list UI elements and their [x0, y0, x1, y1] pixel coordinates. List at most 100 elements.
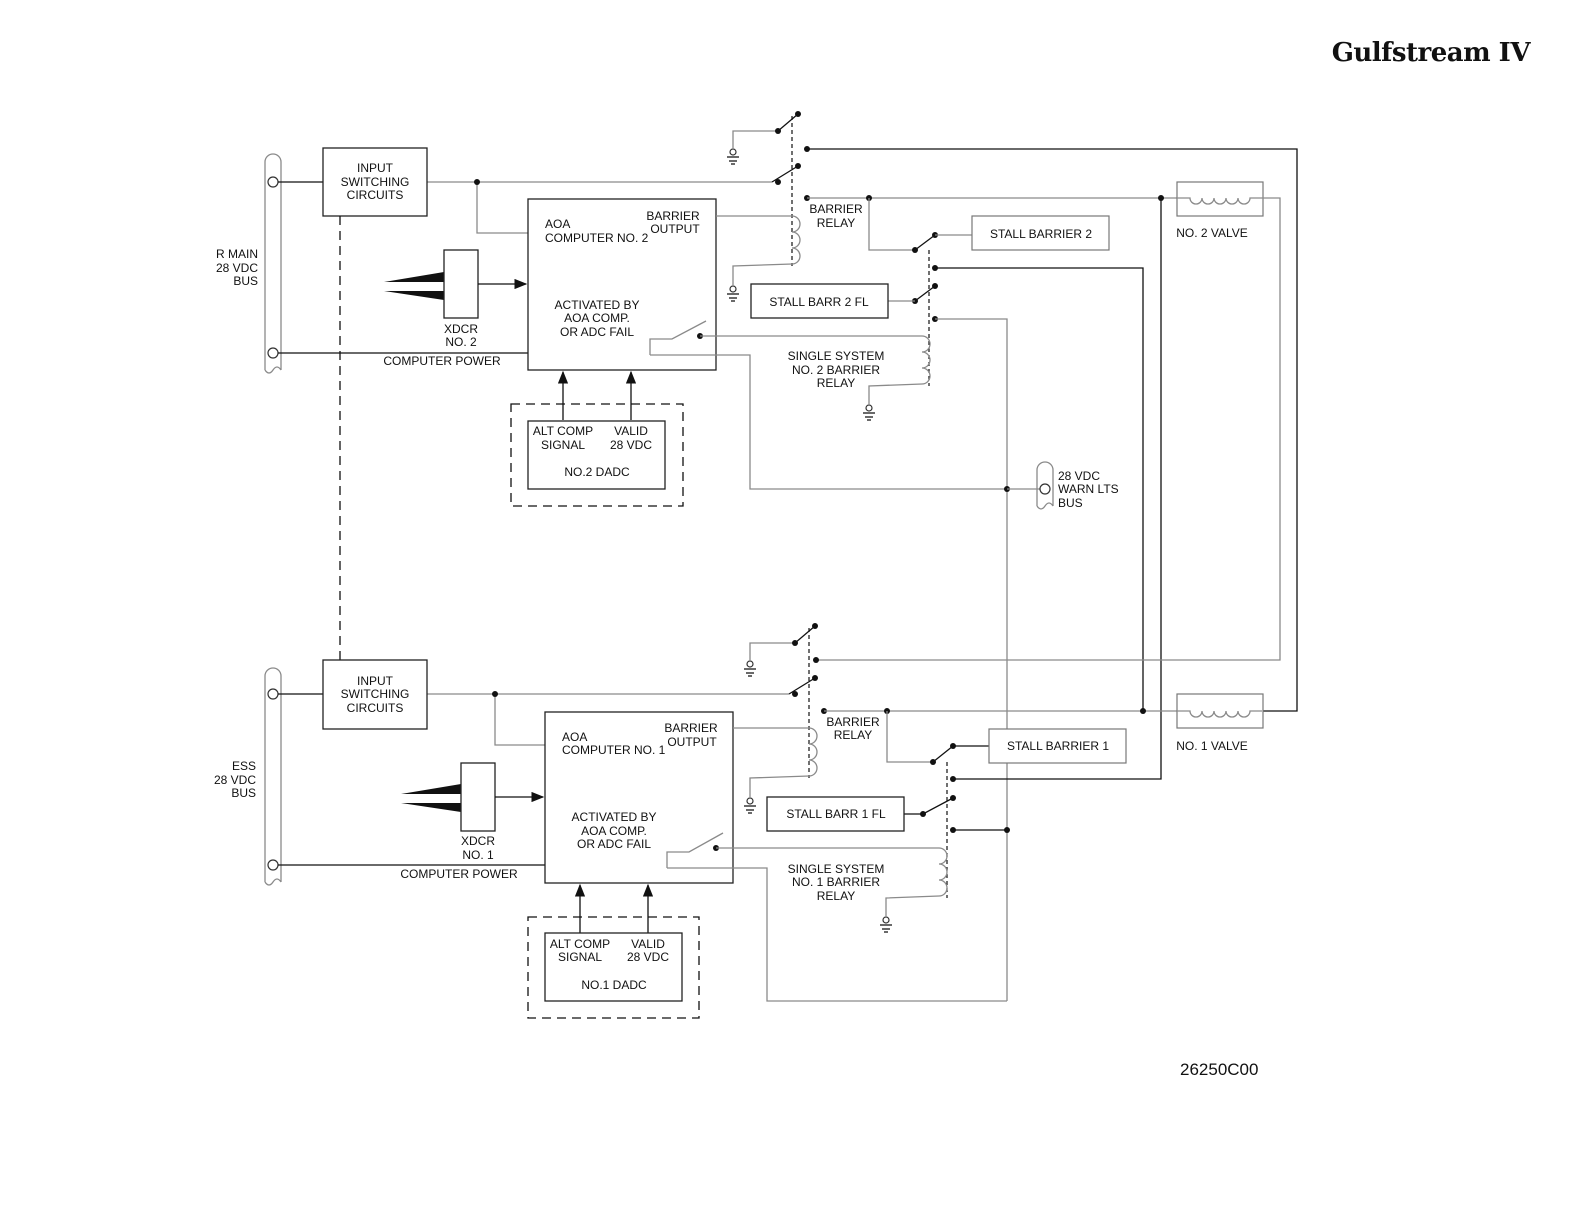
probe-icon [401, 784, 461, 794]
label: AOA [545, 217, 570, 231]
ground-icon [744, 660, 756, 677]
label: BARRIER [664, 721, 718, 735]
label: CIRCUITS [347, 701, 404, 715]
label: RELAY [817, 889, 855, 903]
stall-barr-1-fl: STALL BARR 1 FL [766, 796, 905, 832]
label: COMPUTER NO. 2 [545, 231, 649, 245]
single-system-relay-1: SINGLE SYSTEM NO. 1 BARRIER RELAY [788, 708, 1010, 933]
label: ACTIVATED BY [555, 298, 640, 312]
label: XDCR [444, 322, 478, 336]
xdcr-1: XDCR NO. 1 [401, 762, 545, 862]
bus-terminal [267, 176, 279, 188]
warn-lts-bus: 28 VDC WARN LTS BUS [1004, 461, 1119, 510]
bus-label-line: R MAIN [216, 247, 258, 261]
probe-icon [384, 291, 444, 300]
brand-logo: Gulfstream IV [1331, 38, 1531, 68]
label: STALL BARR 1 FL [786, 807, 886, 821]
label: COMPUTER NO. 1 [562, 743, 666, 757]
label: OUTPUT [650, 222, 700, 236]
drawing-number: 26250C00 [1180, 1060, 1258, 1079]
r-main-bus: R MAIN 28 VDC BUS [216, 153, 282, 374]
bus-label-line: 28 VDC [216, 261, 258, 275]
label: 28 VDC [610, 438, 652, 452]
label: ESS [232, 759, 256, 773]
computer-power-label: COMPUTER POWER [400, 867, 518, 881]
label: VALID [631, 937, 665, 951]
label: NO.2 DADC [564, 465, 630, 479]
label: STALL BARRIER 1 [1007, 739, 1109, 753]
label: STALL BARRIER 2 [990, 227, 1092, 241]
label: OR ADC FAIL [560, 325, 634, 339]
label: AOA COMP. [564, 311, 630, 325]
bus-terminal [267, 688, 279, 700]
label: OUTPUT [667, 735, 717, 749]
ground-icon [880, 916, 892, 933]
label: AOA [562, 730, 587, 744]
bus-terminal [1039, 483, 1051, 495]
ess-bus: ESS 28 VDC BUS [214, 667, 282, 886]
label: SINGLE SYSTEM [788, 349, 885, 363]
aoa-computer-2: AOA COMPUTER NO. 2 BARRIER OUTPUT ACTIVA… [527, 198, 717, 371]
ground-icon [863, 404, 875, 421]
stall-barr-2-fl: STALL BARR 2 FL [750, 283, 889, 319]
label: BUS [1058, 496, 1083, 510]
label: OR ADC FAIL [577, 837, 651, 851]
system-2: R MAIN 28 VDC BUS INPUT SWITCHING CIRCUI… [216, 111, 1298, 1001]
label: WARN LTS [1058, 482, 1119, 496]
stall-barrier-2: STALL BARRIER 2 [971, 215, 1110, 251]
label: SWITCHING [341, 687, 410, 701]
label: BARRIER [646, 209, 700, 223]
barrier-relay-2: BARRIER RELAY [727, 111, 1298, 712]
label: BUS [231, 786, 256, 800]
valve-1: NO. 1 VALVE [1140, 693, 1264, 753]
label: CIRCUITS [347, 188, 404, 202]
computer-power-label: COMPUTER POWER [383, 354, 501, 368]
stall-barrier-1: STALL BARRIER 1 [988, 728, 1127, 764]
valve-2: NO. 2 VALVE [816, 181, 1281, 780]
label: 28 VDC [627, 950, 669, 964]
system-1: ESS 28 VDC BUS INPUT SWITCHING CIRCUITS … [214, 623, 1264, 1019]
xdcr-2: XDCR NO. 2 [384, 249, 528, 349]
label: 28 VDC [1058, 469, 1100, 483]
aoa-computer-1: AOA COMPUTER NO. 1 BARRIER OUTPUT ACTIVA… [544, 711, 734, 884]
barrier-relay-1: BARRIER RELAY [744, 623, 1177, 814]
label: VALID [614, 424, 648, 438]
ground-icon [727, 148, 739, 165]
dadc-2: ALT COMP SIGNAL VALID 28 VDC NO.2 DADC [510, 403, 684, 507]
label: SIGNAL [541, 438, 585, 452]
label: NO. 2 [445, 335, 477, 349]
label: ALT COMP [550, 937, 610, 951]
label: ACTIVATED BY [572, 810, 657, 824]
label: RELAY [817, 376, 855, 390]
label: NO. 1 [462, 848, 494, 862]
label: INPUT [357, 674, 394, 688]
input-switching-circuits-1: INPUT SWITCHING CIRCUITS [322, 659, 428, 730]
fail-switch [649, 320, 707, 355]
label: SWITCHING [341, 175, 410, 189]
bus-terminal [267, 347, 279, 359]
bus-terminal [267, 859, 279, 871]
bus-label-line: BUS [233, 274, 258, 288]
label: XDCR [461, 834, 495, 848]
label: BARRIER [809, 202, 863, 216]
label: NO. 1 VALVE [1176, 739, 1248, 753]
label: STALL BARR 2 FL [769, 295, 869, 309]
label: NO. 2 VALVE [1176, 226, 1248, 240]
dadc-1: ALT COMP SIGNAL VALID 28 VDC NO.1 DADC [527, 916, 700, 1019]
label: SINGLE SYSTEM [788, 862, 885, 876]
label: NO.1 DADC [581, 978, 647, 992]
label: ALT COMP [533, 424, 593, 438]
ground-icon [744, 797, 756, 814]
probe-icon [384, 272, 444, 282]
label: INPUT [357, 161, 394, 175]
label: BARRIER [826, 715, 880, 729]
ground-icon [727, 285, 739, 302]
label: RELAY [834, 728, 872, 742]
label: NO. 2 BARRIER [792, 363, 880, 377]
probe-icon [401, 803, 461, 812]
label: SIGNAL [558, 950, 602, 964]
single-system-relay-2: SINGLE SYSTEM NO. 2 BARRIER RELAY [788, 195, 1144, 1001]
input-switching-circuits-2: INPUT SWITCHING CIRCUITS [322, 147, 428, 217]
label: AOA COMP. [581, 824, 647, 838]
